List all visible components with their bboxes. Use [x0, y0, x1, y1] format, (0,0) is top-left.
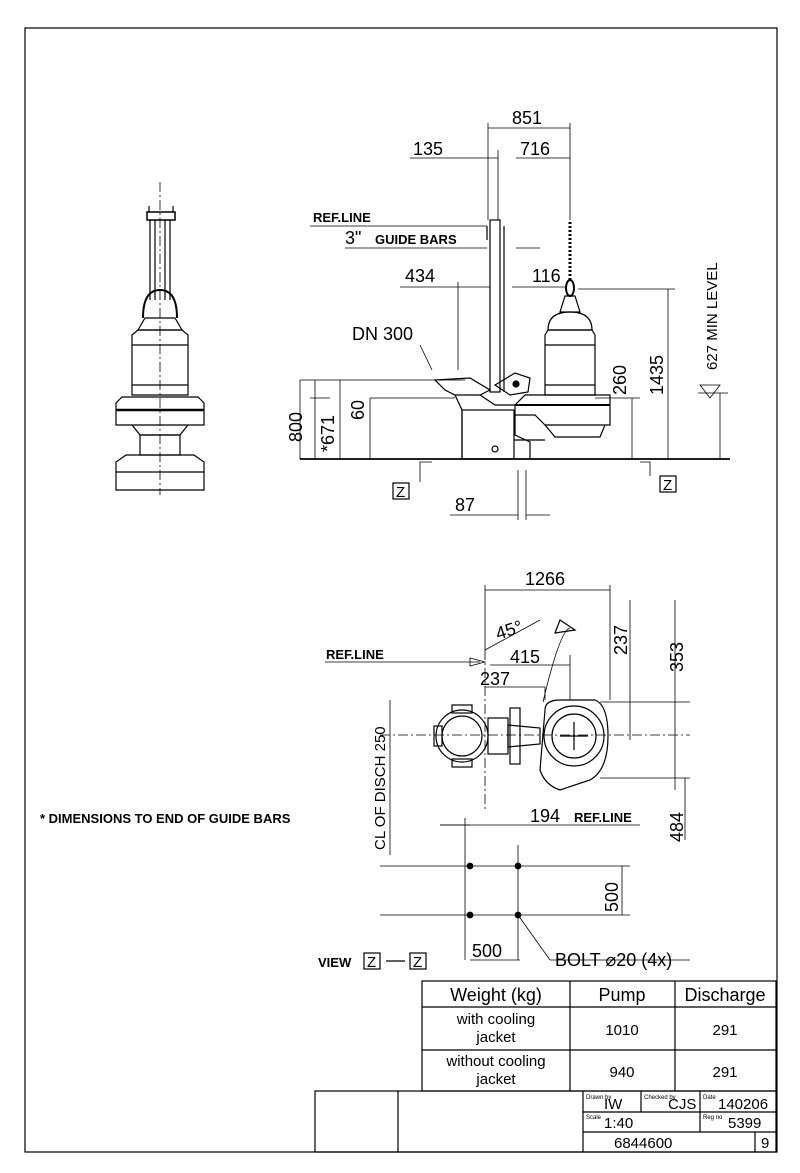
- dim-434: 434: [405, 266, 435, 286]
- dim-800: 800: [286, 412, 306, 442]
- z-marker-left: Z: [392, 482, 410, 501]
- date: 140206: [718, 1096, 768, 1113]
- row2-label-2: jacket: [475, 1071, 516, 1088]
- dim-135: 135: [413, 139, 443, 159]
- cl-of-discharge: CL OF DISCH 250: [372, 726, 389, 850]
- dim-716: 716: [520, 139, 550, 159]
- row1-discharge: 291: [712, 1022, 737, 1039]
- plan-view: [380, 619, 690, 810]
- ref-line-194: REF.LINE: [574, 810, 632, 825]
- sheet-border: [24, 27, 778, 1153]
- dim-415: 415: [510, 647, 540, 667]
- plan-ref-line: REF.LINE: [326, 647, 384, 662]
- dim-60: 60: [348, 400, 368, 420]
- dim-237-horizontal: 237: [480, 669, 510, 689]
- drawn-by: IW: [604, 1096, 623, 1113]
- header-weight: Weight (kg): [450, 985, 542, 1005]
- row1-pump: 1010: [605, 1022, 638, 1039]
- plan-view-labels: 1266 45° REF.LINE 415 237 237 353 CL OF …: [318, 569, 687, 970]
- dim-1266: 1266: [525, 569, 565, 589]
- z-marker-left-text: Z: [396, 484, 405, 501]
- dim-500-vertical: 500: [602, 882, 622, 912]
- z-marker-right-text: Z: [663, 477, 672, 494]
- dim-237-vertical: 237: [611, 625, 631, 655]
- checked-by: CJS: [668, 1096, 696, 1113]
- side-view-labels: 851 135 716 REF.LINE 3" GUIDE BARS 434 1…: [286, 108, 721, 515]
- plan-view-dimensions: [325, 585, 690, 961]
- dimension-note: * DIMENSIONS TO END OF GUIDE BARS: [40, 811, 291, 826]
- min-level-label: 627 MIN LEVEL: [704, 262, 721, 370]
- ref-line-label: REF.LINE: [313, 210, 371, 225]
- pump-front-view: [115, 182, 205, 495]
- view-z-first: Z: [367, 954, 376, 971]
- dim-671: *671: [318, 415, 338, 452]
- dim-1435: 1435: [647, 355, 667, 395]
- title-block: [314, 1090, 777, 1153]
- view-z-z: Z Z: [363, 952, 427, 971]
- dim-484: 484: [667, 812, 687, 842]
- dim-116: 116: [532, 266, 561, 286]
- date-label: Date: [703, 1095, 716, 1101]
- weight-table-text: Weight (kg) Pump Discharge with cooling …: [445, 985, 765, 1088]
- dim-260: 260: [610, 365, 630, 395]
- dim-194: 194: [530, 806, 560, 826]
- angle-45: 45°: [493, 616, 525, 643]
- dim-851: 851: [512, 108, 542, 128]
- dn300-label: DN 300: [352, 324, 413, 344]
- side-view-dimensions: [310, 123, 728, 520]
- scale-label: Scale: [586, 1115, 602, 1121]
- row2-label-1: without cooling: [445, 1053, 545, 1070]
- title-block-text: Drawn by IW Checked by CJS Date 140206 S…: [586, 1095, 769, 1152]
- dim-500-horizontal: 500: [472, 941, 502, 961]
- row1-label-2: jacket: [475, 1029, 516, 1046]
- header-pump: Pump: [598, 985, 645, 1005]
- reg-no: 5399: [728, 1115, 761, 1132]
- z-marker-right: Z: [659, 475, 677, 494]
- guide-bars-label: GUIDE BARS: [375, 232, 457, 247]
- scale: 1:40: [604, 1115, 633, 1132]
- row2-pump: 940: [609, 1064, 634, 1081]
- dim-87: 87: [455, 495, 475, 515]
- bolt-spec: BOLT ⌀20 (4x): [555, 950, 672, 970]
- guide-bars-size: 3": [345, 228, 361, 248]
- dim-353: 353: [667, 642, 687, 672]
- sheet-number: 9: [761, 1135, 769, 1152]
- view-label: VIEW: [318, 955, 352, 970]
- drawing-number: 6844600: [614, 1135, 672, 1152]
- reg-label: Reg no: [703, 1115, 723, 1121]
- row1-label-1: with cooling: [456, 1011, 535, 1028]
- header-discharge: Discharge: [684, 985, 765, 1005]
- checked-label: Checked by: [644, 1095, 676, 1101]
- drawn-label: Drawn by: [586, 1095, 611, 1101]
- view-z-second: Z: [413, 954, 422, 971]
- pump-side-view: [299, 219, 730, 460]
- row2-discharge: 291: [712, 1064, 737, 1081]
